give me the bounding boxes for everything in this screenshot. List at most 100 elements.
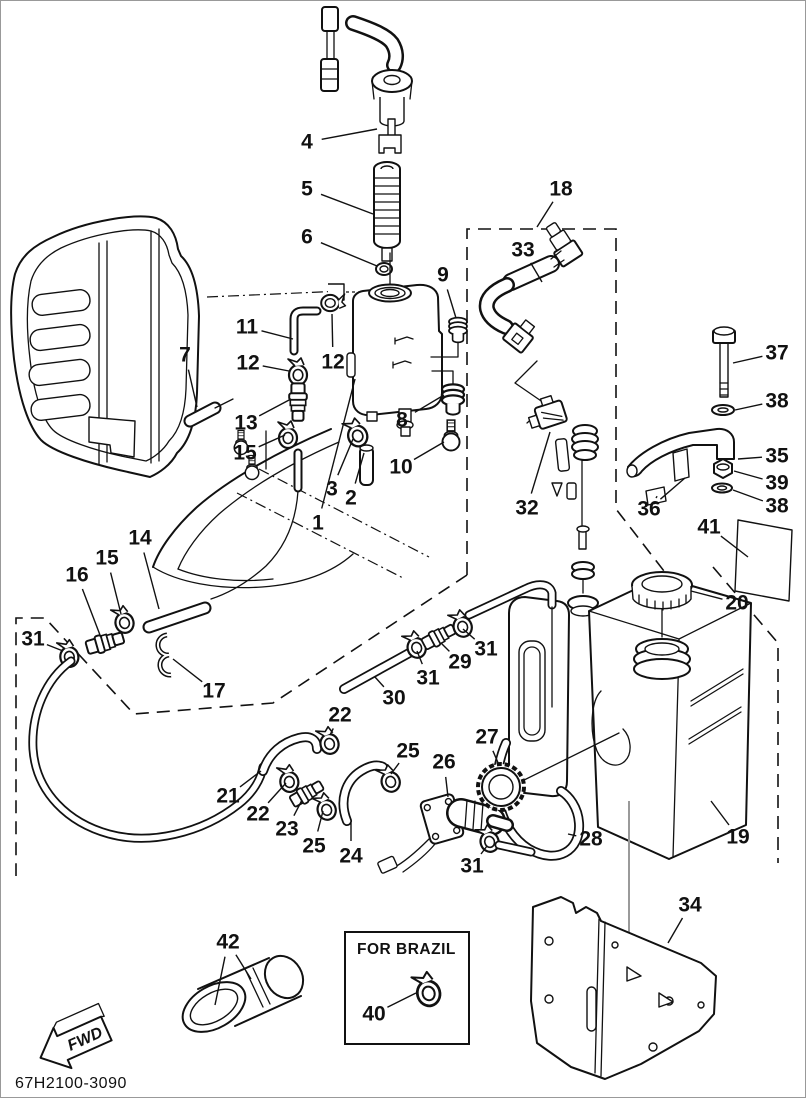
callout-32: 32 xyxy=(515,497,538,520)
callout-31: 31 xyxy=(21,628,45,651)
callout-29: 29 xyxy=(448,651,471,674)
callout-leader-30 xyxy=(374,676,385,688)
callout-leader-32 xyxy=(530,431,551,494)
callout-leader-31 xyxy=(46,643,64,652)
cowling-grip-ribs xyxy=(28,288,91,422)
callout-41: 41 xyxy=(697,516,721,539)
callout-leader-40 xyxy=(387,992,417,1008)
callout-36: 36 xyxy=(637,498,660,521)
callout-20: 20 xyxy=(725,592,748,615)
callout-leader-38 xyxy=(734,403,763,411)
main-oil-tank-art xyxy=(464,571,752,939)
callout-leader-19 xyxy=(710,800,730,826)
callout-16: 16 xyxy=(65,564,88,587)
wire-harness-art xyxy=(478,222,584,424)
label-plate-art xyxy=(734,519,793,602)
callout-27: 27 xyxy=(475,726,498,749)
callout-42: 42 xyxy=(216,931,239,954)
callout-14: 14 xyxy=(128,527,152,550)
callout-leader-39 xyxy=(733,470,763,480)
callout-leader-1 xyxy=(321,378,356,509)
callout-leader-33 xyxy=(530,262,543,283)
callout-leader-12 xyxy=(262,365,290,372)
callout-leader-28 xyxy=(567,833,577,837)
callout-18: 18 xyxy=(549,178,573,201)
callout-leader-38 xyxy=(732,489,764,502)
sleeve-art xyxy=(181,954,305,1033)
callout-31: 31 xyxy=(460,855,484,878)
callout-leader-3 xyxy=(337,438,354,476)
callout-leader-21 xyxy=(239,770,262,788)
callout-leader-29 xyxy=(440,642,450,652)
callout-6: 6 xyxy=(301,226,313,249)
callout-25: 25 xyxy=(302,835,326,858)
callout-1: 1 xyxy=(312,512,324,535)
callout-leader-18 xyxy=(536,201,554,228)
callout-3: 3 xyxy=(326,478,338,501)
callout-leader-42 xyxy=(235,954,252,980)
engine-cowling-art xyxy=(10,215,200,478)
tank-bracket-art xyxy=(530,896,717,1080)
callout-22: 22 xyxy=(246,803,269,826)
dashed-boundary-group xyxy=(15,228,779,876)
callout-leader-31 xyxy=(416,650,423,665)
callout-4: 4 xyxy=(301,131,313,154)
callout-leader-25 xyxy=(390,762,400,775)
for-brazil-label: FOR BRAZIL xyxy=(357,941,456,958)
callout-leader-7 xyxy=(187,369,198,408)
callout-7: 7 xyxy=(179,344,191,367)
callout-35: 35 xyxy=(765,445,789,468)
callout-10: 10 xyxy=(389,456,412,479)
callout-leader-11 xyxy=(261,330,294,340)
callout-38: 38 xyxy=(765,390,789,413)
callout-31: 31 xyxy=(474,638,498,661)
callout-leader-22 xyxy=(267,782,287,804)
callout-9: 9 xyxy=(437,264,449,287)
callout-31: 31 xyxy=(416,667,440,690)
callout-leader-4 xyxy=(321,128,378,140)
callout-38: 38 xyxy=(765,495,789,518)
callout-19: 19 xyxy=(726,826,749,849)
callout-leader-2 xyxy=(354,452,365,484)
callout-15: 15 xyxy=(95,547,119,570)
callout-2: 2 xyxy=(345,487,357,510)
callout-leader-12 xyxy=(331,313,334,348)
callout-leader-31 xyxy=(480,845,488,855)
diagram-code: 67H2100-3090 xyxy=(15,1075,127,1092)
callout-leader-42 xyxy=(214,956,226,1006)
oil-level-sensor-art xyxy=(320,6,413,276)
callout-40: 40 xyxy=(362,1003,385,1026)
callout-leader-26 xyxy=(445,776,449,798)
callout-23: 23 xyxy=(275,818,298,841)
callout-17: 17 xyxy=(202,680,225,703)
mount-bracket-art xyxy=(626,326,736,506)
callout-leader-8 xyxy=(414,394,445,413)
callout-12: 12 xyxy=(321,351,344,374)
callout-28: 28 xyxy=(579,828,603,851)
callout-34: 34 xyxy=(678,894,702,917)
for-brazil-box: FOR BRAZIL xyxy=(344,931,470,1045)
callout-22: 22 xyxy=(328,704,351,727)
callout-leader-16 xyxy=(81,588,101,636)
callout-13: 13 xyxy=(234,412,257,435)
callout-leader-13 xyxy=(258,398,292,417)
callout-leader-6 xyxy=(320,242,378,267)
callout-leader-27 xyxy=(492,750,500,766)
callout-30: 30 xyxy=(382,687,405,710)
callout-leader-5 xyxy=(320,193,374,215)
callout-leader-34 xyxy=(667,917,684,944)
callout-leader-37 xyxy=(732,355,763,364)
callout-33: 33 xyxy=(511,239,534,262)
callout-leader-10 xyxy=(413,441,445,461)
fwd-arrow: FWD xyxy=(39,1002,113,1070)
callout-leader-36 xyxy=(659,477,686,500)
callout-leader-36 xyxy=(655,495,658,499)
callout-25: 25 xyxy=(396,740,420,763)
callout-24: 24 xyxy=(339,845,363,868)
callout-leader-22 xyxy=(329,728,334,736)
callout-11: 11 xyxy=(236,316,259,339)
oil-pump-assembly-art xyxy=(258,724,536,874)
